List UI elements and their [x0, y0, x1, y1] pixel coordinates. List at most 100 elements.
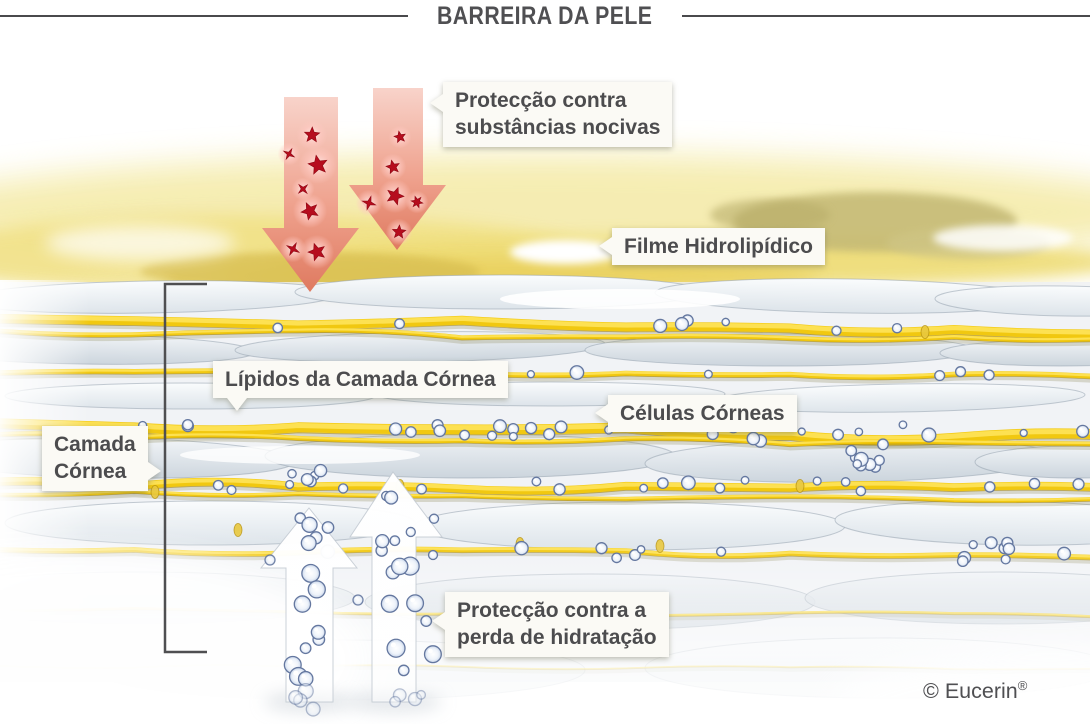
water-bubble-icon — [653, 318, 668, 334]
water-bubble-icon — [543, 428, 556, 441]
water-bubble-icon — [389, 695, 401, 708]
water-bubble-icon — [486, 430, 498, 441]
water-bubble-icon — [406, 594, 425, 613]
moisture-up-arrows — [259, 471, 444, 717]
water-bubble-icon — [680, 475, 696, 491]
water-bubble-icon — [984, 481, 996, 493]
water-bubble-icon — [389, 535, 401, 547]
water-bubble-icon — [299, 642, 312, 655]
water-bubble-icon — [264, 554, 276, 566]
water-bubble-icon — [921, 427, 937, 443]
water-bubble-icon — [703, 369, 713, 379]
water-bubble-icon — [397, 664, 410, 677]
water-bubble-icon — [639, 483, 649, 493]
water-bubble-icon — [310, 624, 326, 640]
star-particle-icon — [386, 186, 405, 206]
water-bubble-icon — [405, 526, 416, 538]
water-bubble-icon — [416, 483, 428, 495]
water-bubble-icon — [300, 535, 317, 552]
label-harmful-substances: Protecção contra substâncias nocivas — [429, 82, 673, 147]
water-bubble-icon — [337, 483, 349, 494]
label-corneal-cells: Células Córneas — [595, 395, 797, 433]
water-bubble-icon — [514, 540, 529, 556]
water-bubble-icon — [508, 431, 518, 442]
water-bubble-icon — [852, 459, 863, 469]
water-bubble-icon — [1057, 546, 1072, 561]
water-bubble-icon — [287, 468, 297, 479]
water-bubble-icon — [854, 427, 864, 437]
water-bubble-icon — [293, 595, 312, 613]
water-bubble-icon — [569, 365, 585, 380]
water-bubble-icon — [390, 557, 409, 576]
registered-mark: ® — [1017, 678, 1028, 693]
page-title: BARREIRA DA PELE — [437, 1, 653, 30]
water-bubble-icon — [968, 539, 978, 550]
water-bubble-icon — [301, 516, 318, 533]
water-bubble-icon — [307, 580, 326, 599]
water-bubble-icon — [388, 422, 403, 436]
water-bubble-icon — [956, 555, 969, 568]
water-bubble-icon — [636, 545, 646, 554]
water-bubble-icon — [288, 689, 304, 705]
label-moisture-loss-protection: Protecção contra a perda de hidratação — [432, 592, 669, 657]
water-bubble-icon — [272, 322, 284, 334]
water-bubble-icon — [384, 490, 399, 505]
water-bubble-icon — [898, 420, 908, 430]
water-bubble-icon — [746, 431, 761, 446]
label-hydrolipid-film: Filme Hidrolipídico — [598, 228, 826, 266]
title-rule-left — [0, 15, 409, 17]
water-bubble-icon — [524, 421, 538, 435]
water-bubble-icon — [301, 563, 321, 583]
copyright-text: © Eucerin — [923, 679, 1018, 704]
water-bubble-icon — [182, 418, 194, 431]
water-bubble-icon — [433, 424, 447, 438]
water-bubble-icon — [526, 369, 536, 379]
star-particle-icon — [385, 159, 400, 175]
label-corneal-layer: Camada Córnea — [42, 426, 161, 491]
water-bubble-icon — [553, 483, 566, 496]
title-rule-right — [681, 15, 1090, 17]
water-bubble-icon — [1002, 542, 1016, 556]
water-bubble-icon — [628, 549, 641, 562]
title-bar: BARREIRA DA PELE — [0, 1, 1090, 30]
water-bubble-icon — [840, 477, 851, 487]
water-bubble-icon — [492, 419, 507, 434]
water-bubble-icon — [416, 689, 427, 700]
star-particle-icon — [297, 183, 309, 195]
water-bubble-icon — [1072, 478, 1085, 491]
bracket-icon — [163, 282, 207, 654]
star-particle-icon — [393, 130, 406, 144]
water-bubble-icon — [380, 594, 399, 613]
water-bubble-icon — [832, 428, 845, 441]
water-bubble-icon — [375, 533, 390, 549]
water-bubble-icon — [611, 552, 622, 564]
water-bubble-icon — [321, 521, 335, 534]
water-bubble-icon — [386, 638, 406, 658]
star-particle-icon — [307, 242, 325, 262]
water-bubble-icon — [934, 369, 946, 382]
water-bubble-icon — [984, 536, 998, 550]
water-bubble-icon — [226, 484, 237, 496]
water-bubble-icon — [715, 546, 727, 557]
star-particle-icon — [410, 195, 424, 209]
water-bubble-icon — [595, 542, 608, 555]
water-bubble-icon — [428, 513, 440, 524]
star-particle-icon — [361, 195, 377, 211]
copyright: © Eucerin® — [923, 678, 1027, 704]
water-bubble-icon — [427, 549, 439, 561]
water-bubble-icon — [797, 427, 806, 436]
water-bubble-icon — [656, 477, 669, 490]
water-bubble-icon — [721, 317, 731, 327]
water-bubble-icon — [714, 482, 726, 494]
water-bubble-icon — [554, 420, 568, 434]
water-bubble-icon — [394, 318, 406, 330]
water-bubble-icon — [420, 615, 433, 627]
water-bubble-icon — [812, 476, 822, 486]
water-bubble-icon — [285, 479, 295, 490]
star-particle-icon — [282, 147, 296, 161]
water-bubble-icon — [352, 594, 364, 606]
water-bubble-icon — [1076, 424, 1090, 438]
water-bubble-icon — [531, 476, 542, 487]
